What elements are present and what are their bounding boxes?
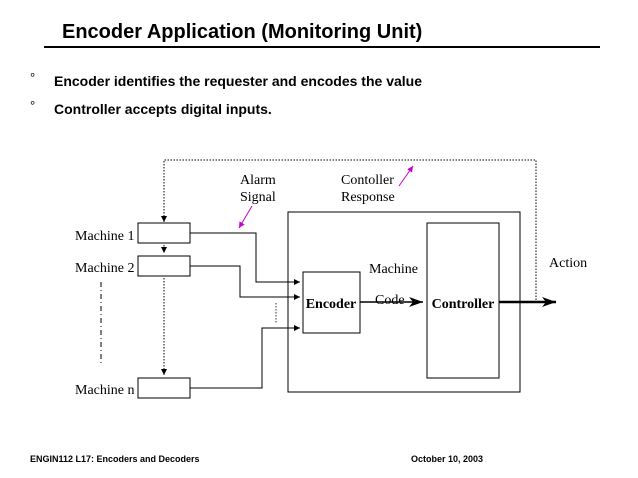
footer-course: ENGIN112 L17: Encoders and Decoders [30,454,200,464]
alarm-label: Alarm [240,173,276,188]
action-label: Action [549,256,587,271]
controller-response-label-1: Contoller [341,173,394,188]
machine-code-label-1: Machine [369,262,418,277]
encoder-label: Encoder [306,297,357,312]
bullet-marker: ° [30,70,36,85]
slide-title: Encoder Application (Monitoring Unit) [62,21,423,43]
machine-1-box [137,222,191,244]
feedback-loop [161,159,537,300]
machine-code-label-2: Code [375,293,405,308]
bullet-text: Controller accepts digital inputs. [54,101,272,117]
wire-machine-n [190,325,300,389]
machine-1-label: Machine 1 [75,229,134,244]
response-pointer [398,165,414,187]
machine-n-box [137,377,191,399]
title-underline [44,46,600,48]
controller-label: Controller [432,297,495,312]
bullet-marker: ° [30,98,36,113]
bullet-text: Encoder identifies the requester and enc… [54,73,422,89]
machine-2-box [137,255,191,277]
alarm-pointer [238,205,253,229]
controller-response-label-2: Response [341,190,395,205]
wire-machine-2 [190,265,300,300]
signal-label: Signal [240,190,276,205]
machine-2-label: Machine 2 [75,261,134,276]
machine-n-label: Machine n [75,383,134,398]
wire-machine-1 [190,232,300,285]
controller-box [426,222,500,379]
footer-date: October 10, 2003 [411,454,484,464]
